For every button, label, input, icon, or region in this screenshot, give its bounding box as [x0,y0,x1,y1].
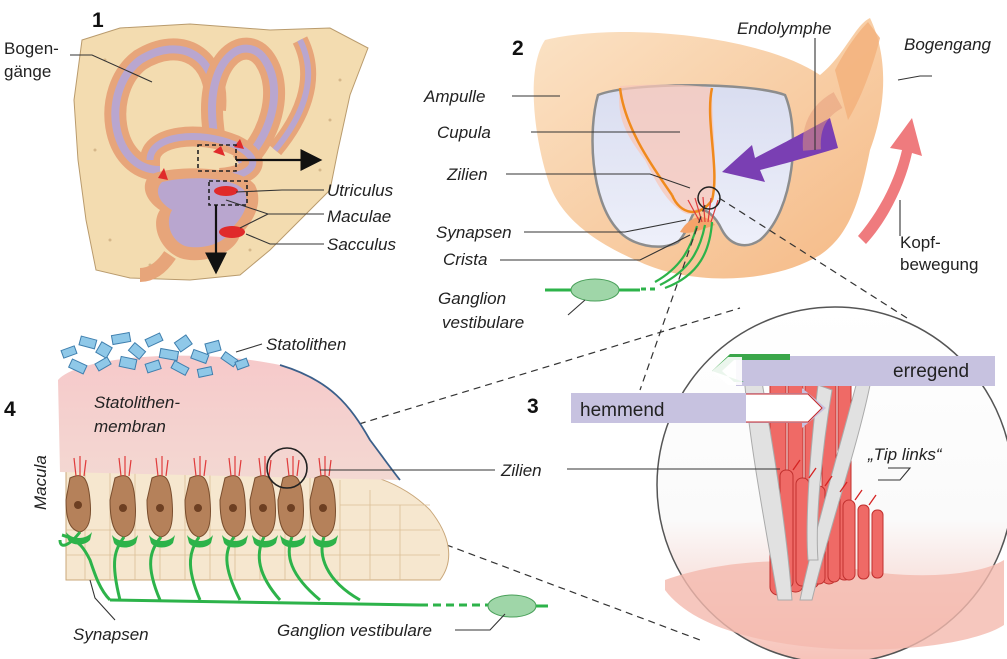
label-zilien-2: Zilien [446,165,488,184]
label-bogengang: Bogengang [904,35,992,54]
label-tip-links: „Tip links“ [867,445,943,464]
panel-2-number: 2 [512,37,524,60]
label-bogengaenge-2: gänge [4,62,51,81]
label-kopf-1: Kopf- [900,233,941,252]
label-endolymphe: Endolymphe [737,19,832,38]
label-membran-1: Statolithen- [94,393,180,412]
panel-1-labyrinth: 1 [4,9,396,280]
label-utriculus: Utriculus [327,181,394,200]
label-erregend: erregend [893,361,969,382]
label-macula: Macula [31,455,50,510]
panel-4-macula: 4 [4,332,548,644]
panel-4-number: 4 [4,398,16,421]
label-zilien-4: Zilien [500,461,542,480]
label-ampulle: Ampulle [423,87,485,106]
ganglion-vestibulare-2 [571,279,619,301]
label-synapsen-4: Synapsen [73,625,149,644]
label-sacculus: Sacculus [327,235,396,254]
label-cupula: Cupula [437,123,491,142]
label-bogengaenge-1: Bogen- [4,39,59,58]
label-ganglion-4: Ganglion vestibulare [277,621,432,640]
label-maculae: Maculae [327,207,391,226]
label-statolithen: Statolithen [266,335,346,354]
label-ganglion-2b: vestibulare [442,313,524,332]
label-hemmend: hemmend [580,400,665,421]
label-crista: Crista [443,250,487,269]
ganglion-vestibulare-4 [488,595,536,617]
panel-2-ampulla: 2 [423,18,992,332]
panel-3-number: 3 [527,395,539,418]
label-ganglion-2a: Ganglion [438,289,506,308]
label-synapsen-2: Synapsen [436,223,512,242]
label-membran-2: membran [94,417,166,436]
panel-1-number: 1 [92,9,104,32]
panel-3-hair-bundle: 3 [527,307,1007,659]
label-kopf-2: bewegung [900,255,978,274]
